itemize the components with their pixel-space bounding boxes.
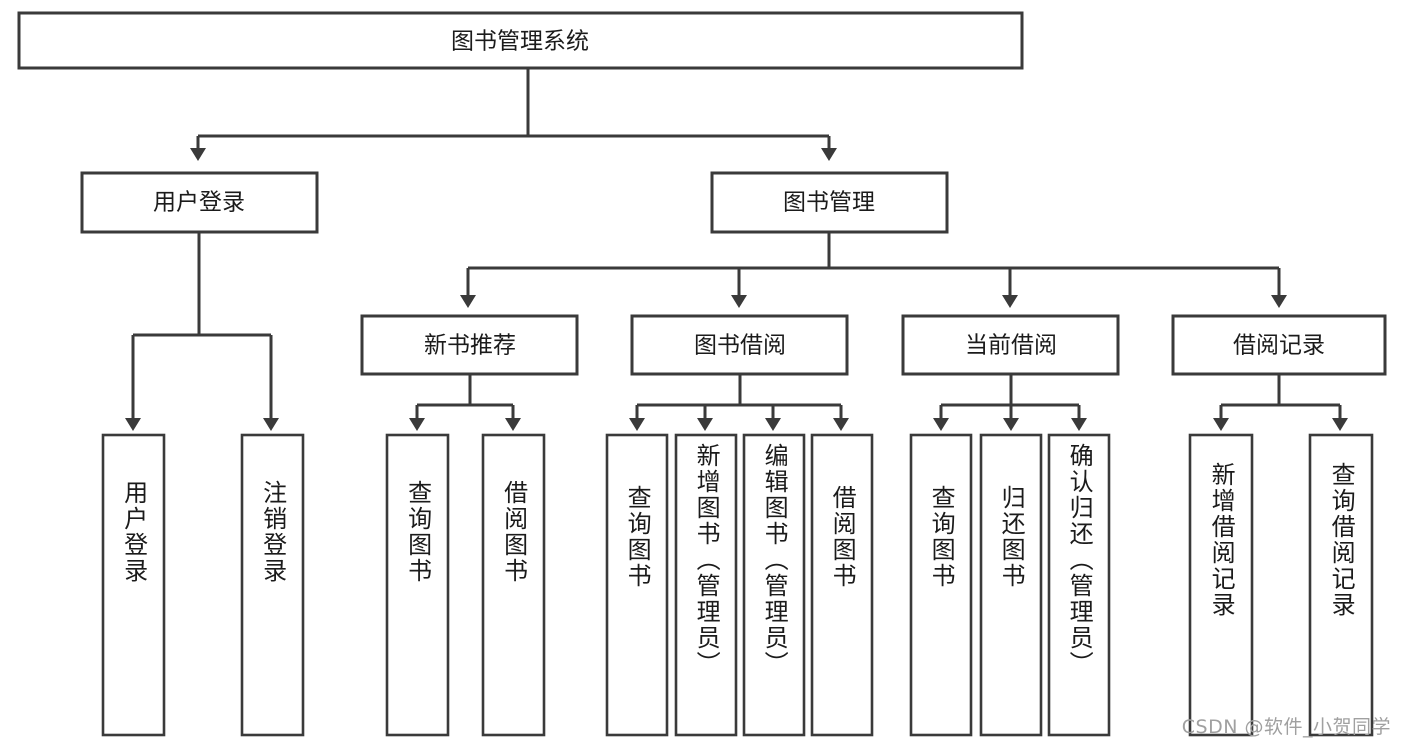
- leaf-box-book-borrow-1[interactable]: [605, 433, 669, 737]
- node-book-borrow-label: 图书借阅: [694, 333, 786, 359]
- node-current-borrow-label: 当前借阅: [965, 333, 1057, 359]
- node-new-book-label: 新书推荐: [424, 333, 516, 359]
- leaf-box-book-borrow-3[interactable]: [742, 433, 806, 737]
- node-new-book-box[interactable]: [360, 314, 579, 376]
- leaf-box-new-book-1[interactable]: [385, 433, 450, 737]
- leaf-box-book-borrow-4[interactable]: [810, 433, 874, 737]
- node-borrow-record-box[interactable]: [1171, 314, 1387, 376]
- leaf-box-user-login-1[interactable]: [101, 433, 166, 737]
- node-root-label: 图书管理系统: [451, 29, 589, 55]
- leaf-box-current-borrow-2[interactable]: [979, 433, 1043, 737]
- leaf-box-new-book-2[interactable]: [481, 433, 546, 737]
- node-book-manage-label: 图书管理: [783, 190, 875, 216]
- leaf-box-user-login-2[interactable]: [240, 433, 305, 737]
- node-book-manage-box[interactable]: [710, 171, 949, 234]
- watermark-text: CSDN @软件_小贺同学: [1181, 716, 1391, 738]
- leaf-box-current-borrow-3[interactable]: [1047, 433, 1111, 737]
- node-borrow-record-label: 借阅记录: [1233, 333, 1325, 359]
- leaf-box-book-borrow-2[interactable]: [674, 433, 738, 737]
- node-root-box[interactable]: [17, 11, 1024, 70]
- leaf-box-borrow-record-1[interactable]: [1188, 433, 1254, 737]
- leaf-box-borrow-record-2[interactable]: [1308, 433, 1374, 737]
- node-book-borrow-box[interactable]: [630, 314, 849, 376]
- node-user-login-label: 用户登录: [153, 190, 245, 216]
- leaf-box-current-borrow-1[interactable]: [909, 433, 973, 737]
- node-current-borrow-box[interactable]: [901, 314, 1120, 376]
